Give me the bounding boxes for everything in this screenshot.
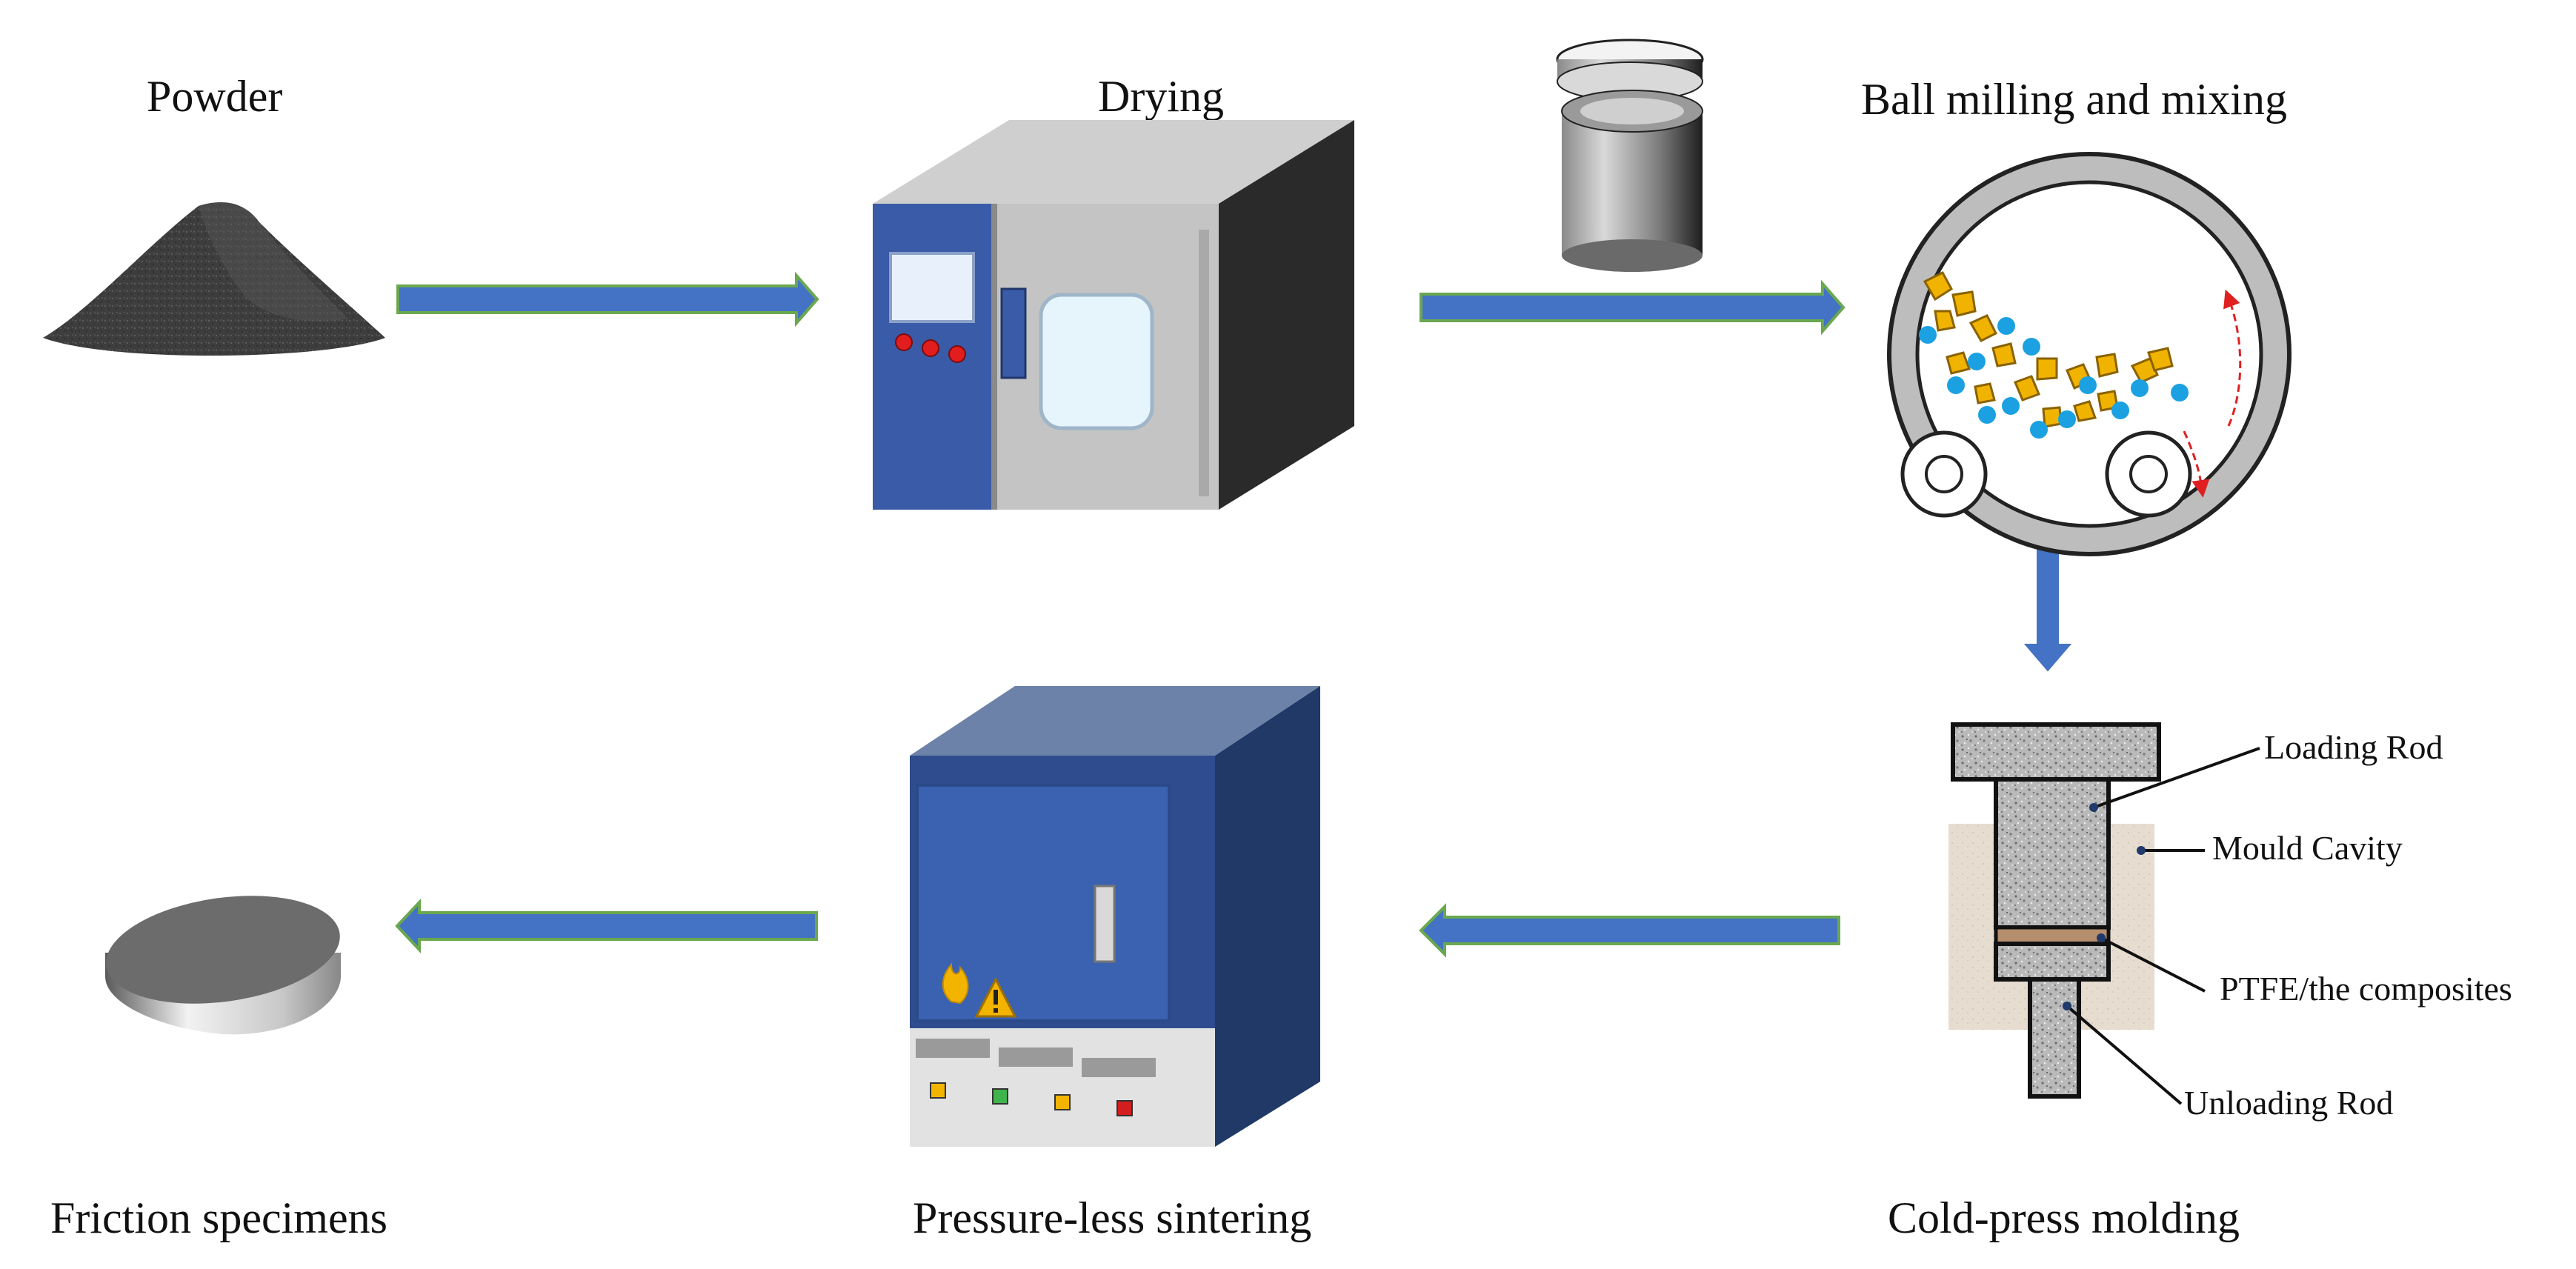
step-label-cold-press: Cold-press molding [1888,1193,2240,1242]
step-label-sintering: Pressure-less sintering [913,1193,1312,1242]
part-label-unloading-rod: Unloading Rod [2184,1084,2394,1122]
part-label-composites: PTFE/the composites [2220,970,2512,1007]
leader-composites [2100,936,2206,993]
mould-press-icon [1948,722,2260,1105]
warning-icon [974,976,1017,1018]
drying-oven-icon [873,120,1354,510]
ball-mill-jar-icon [1556,39,1704,272]
step-label-drying: Drying [1098,72,1224,121]
flow-arrow-sintering-to-specimen [395,898,818,954]
flame-icon [942,962,969,1005]
sintering-furnace-icon [910,686,1320,1147]
part-label-mould-cavity: Mould Cavity [2212,829,2403,867]
flow-arrow-drying-to-milling [1420,279,1846,336]
specimen-disc-icon [105,896,341,1035]
step-label-powder: Powder [147,72,283,121]
flow-arrow-powder-to-drying [396,271,819,327]
step-label-friction: Friction specimens [50,1193,387,1242]
ball-mill-drum-icon [1887,152,2292,556]
leader-unloading-rod [2066,1005,2183,1105]
leader-loading-rod [2093,747,2260,809]
powder-pile-icon [43,202,385,356]
flow-arrow-press-to-sintering [1419,903,1840,958]
part-label-loading-rod: Loading Rod [2264,728,2443,766]
step-label-ball-milling: Ball milling and mixing [1861,75,2287,124]
